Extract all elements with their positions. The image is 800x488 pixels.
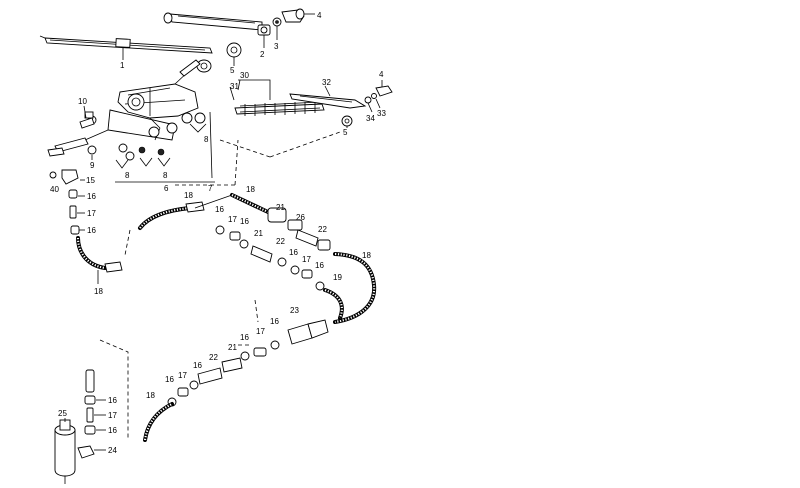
callout-22-mid-a: 22 bbox=[276, 237, 285, 246]
callout-32: 32 bbox=[322, 78, 331, 87]
front-wiper-blade bbox=[39, 35, 213, 54]
callout-10: 10 bbox=[78, 97, 87, 106]
callout-2: 2 bbox=[260, 50, 265, 59]
callout-16-low-a: 16 bbox=[270, 317, 279, 326]
callout-31: 31 bbox=[230, 82, 239, 91]
callout-9: 9 bbox=[90, 161, 95, 170]
callout-17-low-b: 17 bbox=[178, 371, 187, 380]
callout-17-low-a: 17 bbox=[256, 327, 265, 336]
inline-check-valve bbox=[287, 319, 329, 345]
callout-26: 26 bbox=[296, 213, 305, 222]
callout-16-pump-a: 16 bbox=[108, 396, 117, 405]
callout-30: 30 bbox=[240, 71, 249, 80]
front-wiper-arm bbox=[163, 12, 263, 31]
callout-4-rear: 4 bbox=[379, 70, 384, 79]
callout-5-rear: 5 bbox=[343, 128, 348, 137]
callout-17-front: 17 bbox=[87, 209, 96, 218]
callout-25: 25 bbox=[58, 409, 67, 418]
callout-16-pump-b: 16 bbox=[108, 426, 117, 435]
callout-18-low: 18 bbox=[146, 391, 155, 400]
callout-6: 6 bbox=[164, 184, 169, 193]
callout-33: 33 bbox=[377, 109, 386, 118]
callout-17-mid-b: 17 bbox=[302, 255, 311, 264]
callout-16-low-c: 16 bbox=[193, 361, 202, 370]
callout-16-front-b: 16 bbox=[87, 226, 96, 235]
callout-19: 19 bbox=[333, 273, 342, 282]
callout-34: 34 bbox=[366, 114, 375, 123]
callout-8-middle: 8 bbox=[163, 171, 168, 180]
callout-3: 3 bbox=[274, 42, 279, 51]
callout-22-mid-b: 22 bbox=[318, 225, 327, 234]
callout-17-mid-a: 17 bbox=[228, 215, 237, 224]
callout-8-left: 8 bbox=[125, 171, 130, 180]
callout-4: 4 bbox=[317, 11, 322, 20]
wiper-motor-assembly bbox=[47, 59, 206, 161]
callout-16-mid-a: 16 bbox=[215, 205, 224, 214]
washer-nozzle-stack-front bbox=[49, 169, 80, 235]
callout-21-mid-a: 21 bbox=[254, 229, 263, 238]
callout-23: 23 bbox=[290, 306, 299, 315]
callout-16-mid-d: 16 bbox=[315, 261, 324, 270]
arm-nut-and-cap-group bbox=[196, 8, 305, 73]
callout-7: 7 bbox=[208, 184, 213, 193]
callout-40: 40 bbox=[50, 185, 59, 194]
callout-24: 24 bbox=[108, 446, 117, 455]
washer-pump-stack bbox=[54, 369, 96, 484]
mid-connector-chain bbox=[215, 207, 331, 291]
callout-16-mid-c: 16 bbox=[289, 248, 298, 257]
callout-5: 5 bbox=[230, 66, 235, 75]
callout-16-low-b: 16 bbox=[240, 333, 249, 342]
callout-18-front: 18 bbox=[94, 287, 103, 296]
callout-22-low: 22 bbox=[209, 353, 218, 362]
callout-18-diagonal: 18 bbox=[184, 191, 193, 200]
callout-18-top: 18 bbox=[246, 185, 255, 194]
callout-15: 15 bbox=[86, 176, 95, 185]
callout-21-low: 21 bbox=[228, 343, 237, 352]
callout-8-right: 8 bbox=[204, 135, 209, 144]
callout-16-mid-b: 16 bbox=[240, 217, 249, 226]
callout-labels: 1 2 3 4 5 10 9 8 8 8 6 7 15 40 16 17 16 … bbox=[50, 11, 386, 455]
callout-17-pump: 17 bbox=[108, 411, 117, 420]
callout-1: 1 bbox=[120, 61, 125, 70]
callout-21-mid-b: 21 bbox=[276, 203, 285, 212]
callout-16-low-d: 16 bbox=[165, 375, 174, 384]
callout-16-front-a: 16 bbox=[87, 192, 96, 201]
rear-wiper-assembly bbox=[234, 85, 393, 127]
callout-18-right: 18 bbox=[362, 251, 371, 260]
